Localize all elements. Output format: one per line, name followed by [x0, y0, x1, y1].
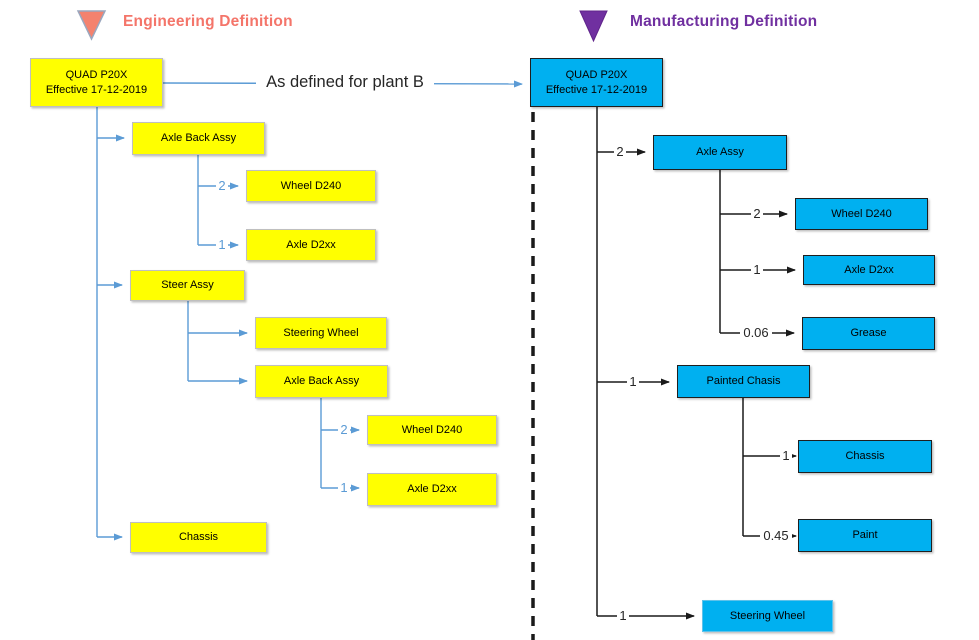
eng-node-wheel-d240: Wheel D240 [246, 170, 376, 202]
eng-qty-wheel2: 2 [340, 422, 347, 437]
mfg-node-steering-wheel: Steering Wheel [702, 600, 833, 632]
engineering-title: Engineering Definition [123, 13, 293, 30]
mfg-qty-steering-wheel: 1 [619, 608, 626, 623]
mfg-qty-labels: 2 2 1 0.06 1 1 0.45 1 [614, 144, 792, 623]
eng-node-axle-d2xx-2: Axle D2xx [367, 473, 497, 506]
eng-node-chassis: Chassis [130, 522, 267, 553]
eng-root-line1: QUAD P20X [65, 69, 128, 82]
mfg-qty-grease: 0.06 [743, 325, 768, 340]
eng-node-steering-wheel: Steering Wheel [255, 317, 387, 349]
mfg-node-wheel-d240: Wheel D240 [795, 198, 928, 230]
bridge-label: As defined for plant B [256, 70, 434, 94]
mfg-qty-painted-chasis: 1 [629, 374, 636, 389]
mfg-node-painted-chasis: Painted Chasis [677, 365, 810, 398]
mfg-qty-axle-assy: 2 [616, 144, 623, 159]
mfg-node-axle-d2xx: Axle D2xx [803, 255, 935, 285]
engineering-triangle-icon [76, 10, 107, 41]
mfg-qty-chassis: 1 [782, 448, 789, 463]
mfg-node-grease: Grease [802, 317, 935, 350]
eng-qty-wheel1: 2 [218, 178, 225, 193]
mfg-node-paint: Paint [798, 519, 932, 552]
eng-root-line2: Effective 17-12-2019 [45, 83, 148, 96]
mfg-qty-axle: 1 [753, 262, 760, 277]
mfg-qty-wheel: 2 [753, 206, 760, 221]
mfg-connectors [596, 107, 797, 620]
eng-node-wheel-d240-2: Wheel D240 [367, 415, 497, 445]
mfg-node-chassis: Chassis [798, 440, 932, 473]
eng-node-axle-back-assy: Axle Back Assy [132, 122, 265, 155]
eng-node-steer-assy: Steer Assy [130, 270, 245, 301]
eng-qty-axle1: 1 [218, 237, 225, 252]
manufacturing-triangle-icon [579, 10, 608, 43]
mfg-qty-paint: 0.45 [763, 528, 788, 543]
eng-qty-axle2: 1 [340, 480, 347, 495]
mfg-root-line2: Effective 17-12-2019 [545, 83, 648, 96]
mfg-root-line1: QUAD P20X [565, 69, 628, 82]
manufacturing-title: Manufacturing Definition [630, 13, 818, 30]
mfg-node-axle-assy: Axle Assy [653, 135, 787, 170]
eng-qty-labels: 2 1 2 1 [216, 178, 350, 495]
eng-node-axle-back-assy-2: Axle Back Assy [255, 365, 388, 398]
eng-node-axle-d2xx: Axle D2xx [246, 229, 376, 261]
